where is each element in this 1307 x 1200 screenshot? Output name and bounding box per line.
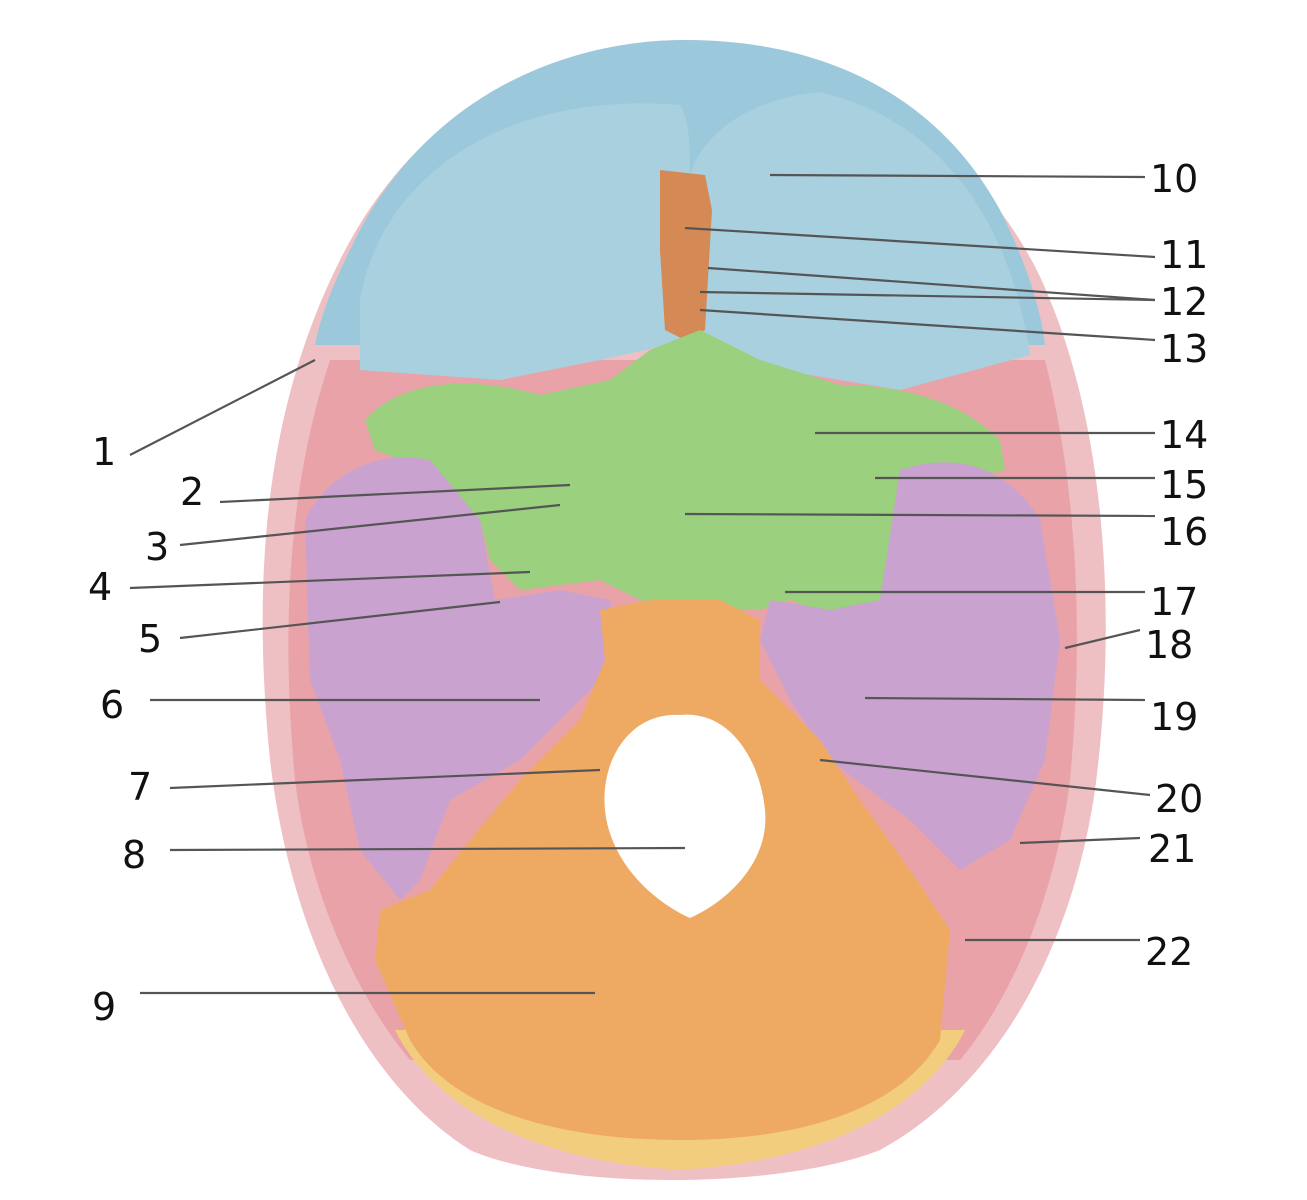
leader-line: [769, 173, 1146, 179]
label-4: 4: [88, 565, 112, 609]
leader-line: [684, 512, 1156, 518]
temporal-bone-right: [760, 462, 1060, 870]
label-2: 2: [180, 470, 204, 514]
label-15: 15: [1160, 463, 1208, 507]
leader-line: [684, 226, 1156, 259]
label-11: 11: [1160, 233, 1208, 277]
leader-line: [819, 758, 1151, 797]
leader-line: [219, 483, 571, 504]
leader-line: [179, 503, 561, 547]
leader-line: [699, 290, 1156, 302]
label-9: 9: [92, 985, 116, 1029]
label-21: 21: [1148, 827, 1196, 871]
sphenoid-bone: [365, 330, 1005, 620]
leader-line: [699, 308, 1156, 342]
label-17: 17: [1150, 580, 1198, 624]
label-20: 20: [1155, 777, 1203, 821]
label-1: 1: [92, 430, 116, 474]
leader-line: [169, 846, 686, 852]
label-19: 19: [1150, 695, 1198, 739]
leader-line: [179, 600, 501, 640]
leader-line: [864, 696, 1146, 702]
label-14: 14: [1160, 413, 1208, 457]
label-6: 6: [100, 683, 124, 727]
label-18: 18: [1145, 623, 1193, 667]
label-22: 22: [1145, 930, 1193, 974]
ethmoid-bone: [660, 170, 712, 340]
label-3: 3: [145, 525, 169, 569]
foramen-magnum: [604, 714, 766, 918]
label-10: 10: [1150, 157, 1198, 201]
label-13: 13: [1160, 327, 1208, 371]
leader-line: [707, 266, 1156, 302]
label-7: 7: [128, 765, 152, 809]
leader-line: [129, 359, 316, 456]
label-5: 5: [138, 617, 162, 661]
label-8: 8: [122, 833, 146, 877]
leader-line: [1019, 836, 1141, 845]
leader-line: [129, 570, 531, 590]
temporal-bone-left: [305, 457, 620, 900]
label-16: 16: [1160, 510, 1208, 554]
leader-line: [169, 768, 601, 790]
leader-line: [1064, 628, 1141, 650]
label-12: 12: [1160, 280, 1208, 324]
